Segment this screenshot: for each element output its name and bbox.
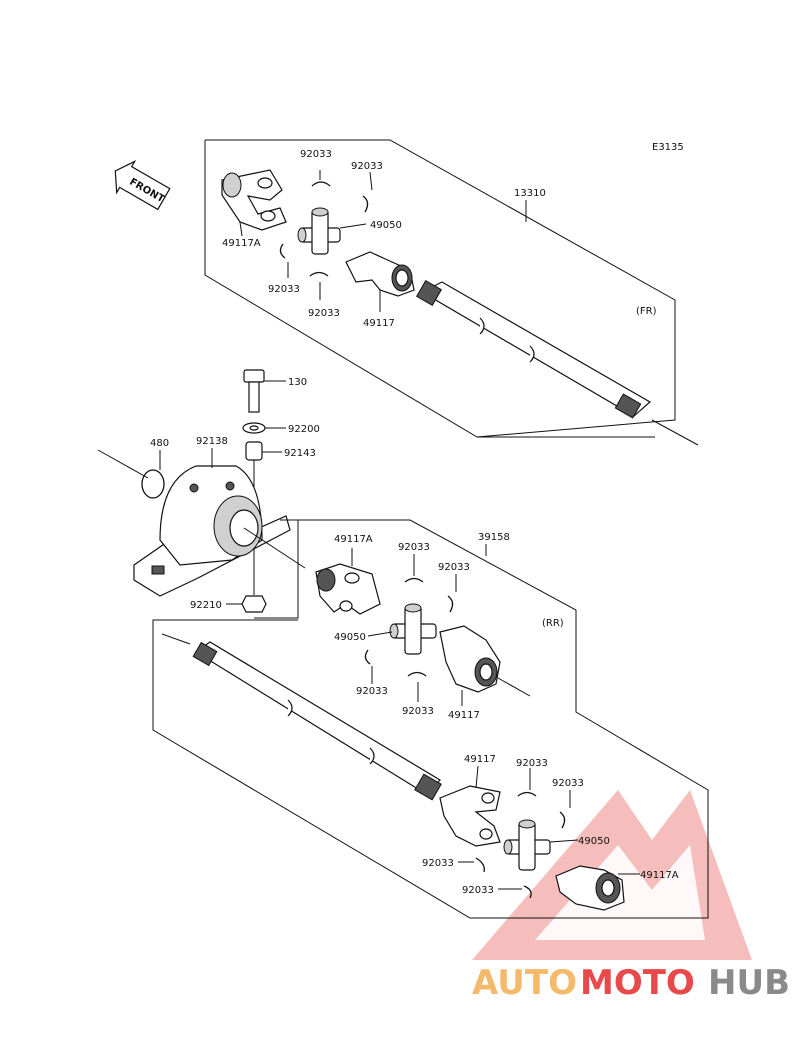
bearing-group: 130 92200 92143 480 92138 bbox=[97, 369, 320, 619]
clip-icon bbox=[362, 195, 369, 213]
yoke-49117-front bbox=[345, 251, 415, 297]
bolt-130 bbox=[243, 369, 265, 413]
label-spider-front: 49050 bbox=[370, 220, 402, 231]
collar-92143 bbox=[245, 441, 263, 461]
bearing-92138 bbox=[133, 465, 291, 597]
spider-49050-front bbox=[297, 207, 341, 255]
label-clip-rear-l4: 92033 bbox=[462, 885, 494, 896]
label-clip-rear-u4: 92033 bbox=[402, 706, 434, 717]
rear-section-tag: (RR) bbox=[542, 618, 564, 629]
clip-icon bbox=[407, 671, 427, 677]
front-arrow-icon: FRONT bbox=[114, 159, 171, 211]
watermark-text-moto: MOTO bbox=[580, 963, 695, 1003]
yoke-49117a-rear-upper bbox=[315, 563, 381, 615]
clip-icon bbox=[309, 271, 329, 277]
yoke-49117a-front bbox=[221, 169, 287, 231]
rear-section-frame bbox=[152, 519, 709, 919]
label-bolt: 130 bbox=[288, 377, 307, 388]
front-section: 13310 92033 92033 49117A 49050 92033 920… bbox=[204, 139, 699, 446]
diagram-code: E3135 bbox=[652, 142, 684, 153]
clip-icon bbox=[404, 577, 424, 583]
label-clip-rear-l1: 92033 bbox=[516, 758, 548, 769]
spider-49050-rear-lower bbox=[503, 819, 551, 871]
label-clip-rear-l2: 92033 bbox=[552, 778, 584, 789]
label-yoke-rear-upper: 49117 bbox=[448, 710, 480, 721]
clip-icon bbox=[311, 181, 331, 187]
yoke-49117-rear-lower bbox=[439, 785, 501, 847]
label-clip-front-4: 92033 bbox=[308, 308, 340, 319]
label-nut: 92210 bbox=[190, 600, 222, 611]
label-clip-front-2: 92033 bbox=[351, 161, 383, 172]
label-spider-rear-lower: 49050 bbox=[578, 836, 610, 847]
clip-icon bbox=[279, 243, 286, 259]
clip-icon bbox=[475, 857, 485, 873]
label-circlip: 480 bbox=[150, 438, 169, 449]
yoke-49117a-rear-lower bbox=[555, 865, 625, 911]
shaft-13310 bbox=[416, 280, 652, 419]
label-yoke-a-rear-upper: 49117A bbox=[334, 534, 373, 545]
label-bearing: 92138 bbox=[196, 436, 228, 447]
watermark-text-auto: AUTO bbox=[472, 963, 577, 1003]
circlip-480 bbox=[141, 469, 165, 499]
yoke-49117-rear-upper bbox=[439, 625, 501, 693]
watermark-text-hub: HUB bbox=[708, 963, 790, 1003]
spider-49050-rear-upper bbox=[389, 603, 437, 655]
clip-icon bbox=[447, 595, 454, 613]
label-clip-rear-u1: 92033 bbox=[398, 542, 430, 553]
label-clip-rear-u3: 92033 bbox=[356, 686, 388, 697]
label-yoke-rear-lower: 49117 bbox=[464, 754, 496, 765]
nut-92210 bbox=[241, 595, 267, 613]
label-yoke-a-rear-lower: 49117A bbox=[640, 870, 679, 881]
clip-icon bbox=[523, 885, 532, 899]
clip-icon bbox=[517, 791, 537, 797]
label-yoke-a-front: 49117A bbox=[222, 238, 261, 249]
label-yoke-front: 49117 bbox=[363, 318, 395, 329]
label-spider-rear-upper: 49050 bbox=[334, 632, 366, 643]
label-clip-front-3: 92033 bbox=[268, 284, 300, 295]
label-shaft-13310: 13310 bbox=[514, 188, 546, 199]
shaft-39158 bbox=[192, 641, 442, 801]
label-clip-front-1: 92033 bbox=[300, 149, 332, 160]
clip-icon bbox=[364, 649, 371, 665]
front-section-tag: (FR) bbox=[636, 306, 657, 317]
rear-section: 49117A 39158 (RR) 92033 92033 92033 9203… bbox=[152, 519, 709, 919]
label-washer: 92200 bbox=[288, 424, 320, 435]
label-clip-rear-u2: 92033 bbox=[438, 562, 470, 573]
label-shaft-39158: 39158 bbox=[478, 532, 510, 543]
label-collar: 92143 bbox=[284, 448, 316, 459]
front-section-frame bbox=[204, 139, 676, 438]
label-clip-rear-l3: 92033 bbox=[422, 858, 454, 869]
clip-icon bbox=[559, 811, 566, 829]
